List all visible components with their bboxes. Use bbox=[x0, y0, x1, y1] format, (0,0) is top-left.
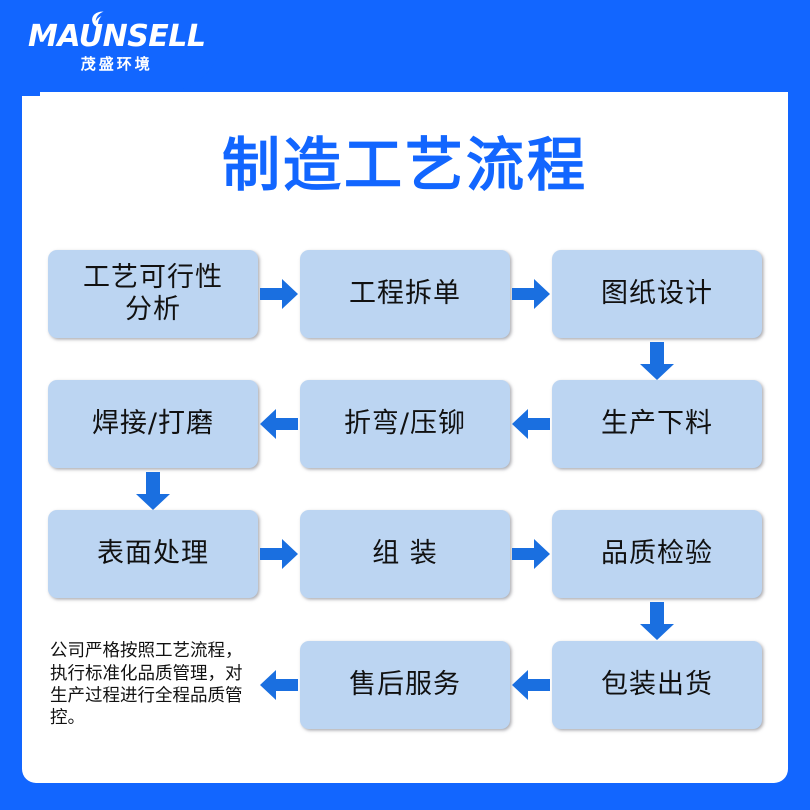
flow-arrow-right bbox=[258, 277, 300, 311]
flow-arrow-left bbox=[510, 407, 552, 441]
process-note: 公司严格按照工艺流程，执行标准化品质管理，对生产过程进行全程品质管控。 bbox=[50, 641, 258, 729]
flow-node-production-cutting[interactable]: 生产下料 bbox=[552, 380, 762, 468]
flow-node-bending-riveting[interactable]: 折弯/压铆 bbox=[300, 380, 510, 468]
brand-name-cn: 茂盛环境 bbox=[80, 55, 153, 73]
page-title: 制造工艺流程 bbox=[221, 131, 588, 199]
flow-node-label: 组 装 bbox=[372, 538, 438, 570]
header-logo-plate bbox=[0, 0, 222, 92]
flow-arrow-right bbox=[510, 277, 552, 311]
flow-node-assembly[interactable]: 组 装 bbox=[300, 510, 510, 598]
flow-node-engineering-breakdown[interactable]: 工程拆单 bbox=[300, 250, 510, 338]
flow-node-label: 生产下料 bbox=[601, 408, 713, 440]
flow-node-welding-grinding[interactable]: 焊接/打磨 bbox=[48, 380, 258, 468]
flow-node-label: 焊接/打磨 bbox=[91, 408, 215, 440]
leaf-icon bbox=[92, 11, 104, 28]
flow-arrow-right bbox=[510, 537, 552, 571]
brand-wordmark: MAUNSELL bbox=[28, 11, 206, 54]
flow-node-label: 折弯/压铆 bbox=[343, 408, 467, 440]
flow-arrow-down bbox=[636, 600, 678, 642]
flow-node-process-feasibility-analysis[interactable]: 工艺可行性分析 bbox=[48, 250, 258, 338]
process-note-text: 公司严格按照工艺流程，执行标准化品质管理，对生产过程进行全程品质管控。 bbox=[50, 641, 243, 729]
flow-node-label: 图纸设计 bbox=[601, 278, 713, 310]
flow-node-label: 品质检验 bbox=[601, 538, 713, 570]
flow-node-label: 工程拆单 bbox=[349, 278, 461, 310]
flow-node-quality-inspection[interactable]: 品质检验 bbox=[552, 510, 762, 598]
flow-node-label: 工艺可行性分析 bbox=[83, 262, 223, 325]
flow-node-packaging-shipment[interactable]: 包装出货 bbox=[552, 641, 762, 729]
brand-logo: MAUNSELL 茂盛环境 bbox=[28, 11, 206, 73]
flow-arrow-left bbox=[258, 407, 300, 441]
flow-node-label: 表面处理 bbox=[97, 538, 209, 570]
flow-arrow-right bbox=[258, 537, 300, 571]
flow-node-label: 售后服务 bbox=[349, 669, 461, 701]
flow-arrow-down bbox=[132, 470, 174, 512]
flow-node-label: 包装出货 bbox=[601, 669, 713, 701]
brand-wordmark-text: MAUNSELL bbox=[28, 19, 206, 54]
flow-node-after-sales-service[interactable]: 售后服务 bbox=[300, 641, 510, 729]
flow-node-drawing-design[interactable]: 图纸设计 bbox=[552, 250, 762, 338]
flow-node-surface-treatment[interactable]: 表面处理 bbox=[48, 510, 258, 598]
flow-arrow-down bbox=[636, 340, 678, 382]
flow-arrow-left bbox=[258, 668, 300, 702]
flow-arrow-left bbox=[510, 668, 552, 702]
